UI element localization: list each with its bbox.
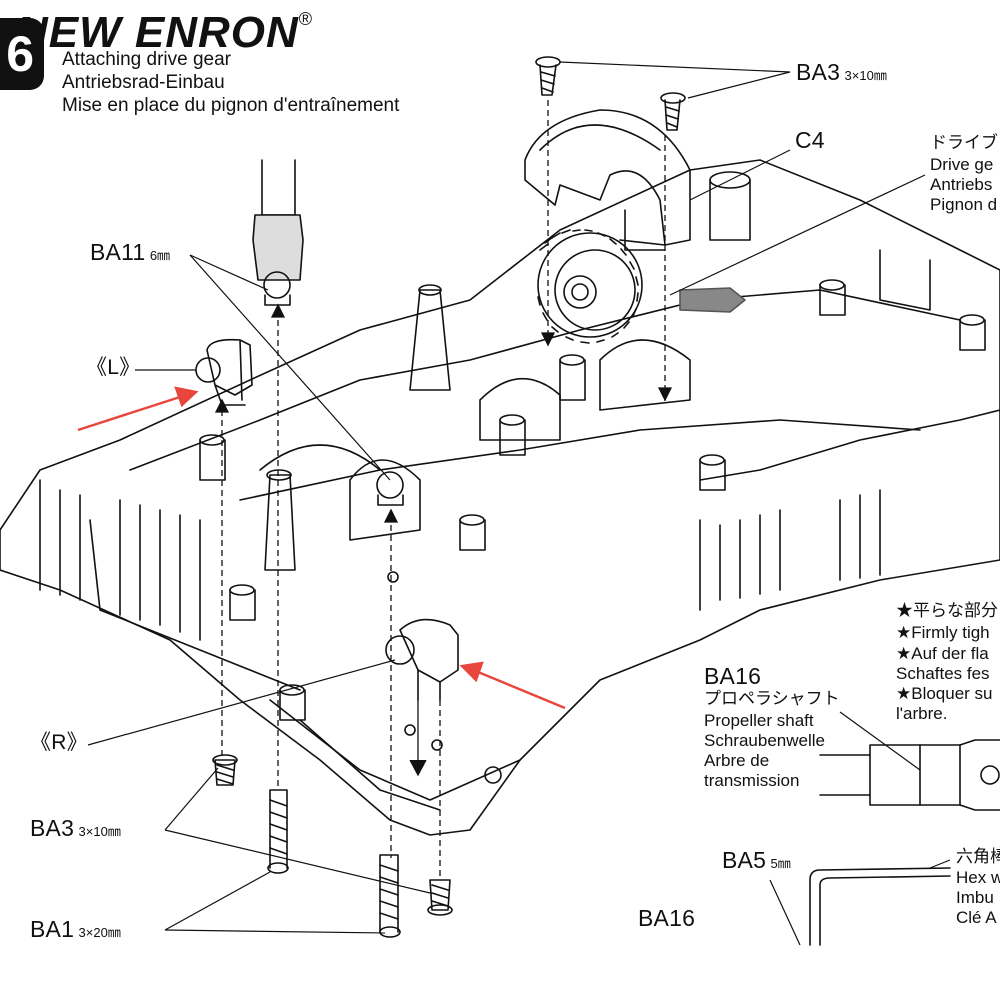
red-arrows [77,386,566,710]
red-arrow-right [477,670,566,710]
label-ba16: BA16 [704,663,762,689]
screw-ba3-right [427,879,453,916]
brand-name: NEW ENRON [16,8,299,57]
screw-ba1-right [379,854,401,938]
label-side-right: 《R》 [30,731,88,754]
label-ba3-top: BA3 3×10㎜ [796,59,887,85]
drive-gear-callout-jp: ドライブ [930,133,998,152]
label-ba1: BA1 3×20㎜ [30,916,121,942]
note-en: ★Firmly tigh [896,623,990,642]
label-ba5: BA5 5㎜ [722,847,791,873]
drive-gear-callout-en: Drive ge [930,155,994,174]
note-fr-2: l'arbre. [896,704,948,723]
ba16-callout-fr-1: Arbre de [704,751,770,770]
note-de-2: Schaftes fes [896,664,990,683]
step-title-fr: Mise en place du pignon d'entraînement [62,95,400,116]
label-ba3-bottom: BA3 3×10㎜ [30,815,121,841]
rod-end-left [195,338,253,406]
drive-gear-callout-de: Antriebs [930,175,993,194]
hex-callout-de: Imbu [956,888,994,907]
label-ba16-bottom: BA16 [638,905,696,931]
ball-stud-middle [376,471,404,506]
grease-tube [679,287,746,313]
ba16-callout-fr-2: transmission [704,771,800,790]
red-arrow-left [77,395,181,432]
ba16-callout-jp: プロペラシャフト [704,689,840,708]
label-side-left: 《L》 [86,356,141,379]
screw-ba3-left [212,754,238,786]
propeller-shaft [819,739,1000,811]
gear-cover [524,109,691,246]
screw-ba3-top-right [660,92,686,131]
registered-mark: ® [298,9,314,29]
drive-gear-callout-fr: Pignon d [930,195,998,214]
step-title-en: Attaching drive gear [62,49,231,70]
screw-ba1-left [267,789,289,874]
note-de-1: ★Auf der fla [896,644,989,663]
step-title-de: Antriebsrad-Einbau [62,72,225,93]
drive-gear [537,229,643,344]
hex-callout-jp: 六角棒 [956,847,1000,866]
brand-watermark: NEW ENRON® [16,8,314,57]
note-jp: ★平らな部分 [896,601,998,620]
hex-callout-en: Hex w [956,868,1000,887]
rod-end-right [385,618,459,701]
ba16-callout-en: Propeller shaft [704,711,814,730]
hex-callout-fr: Clé A [956,908,997,927]
screw-ba3-top-left [535,56,561,96]
label-c4: C4 [795,127,825,153]
chassis-outline [0,159,1000,836]
ba16-callout-de: Schraubenwelle [704,731,825,750]
label-ba11: BA11 6㎜ [90,239,171,265]
note-fr-1: ★Bloquer su [896,684,993,703]
hex-wrench [809,867,951,946]
step-number-badge: 6 [0,18,44,90]
